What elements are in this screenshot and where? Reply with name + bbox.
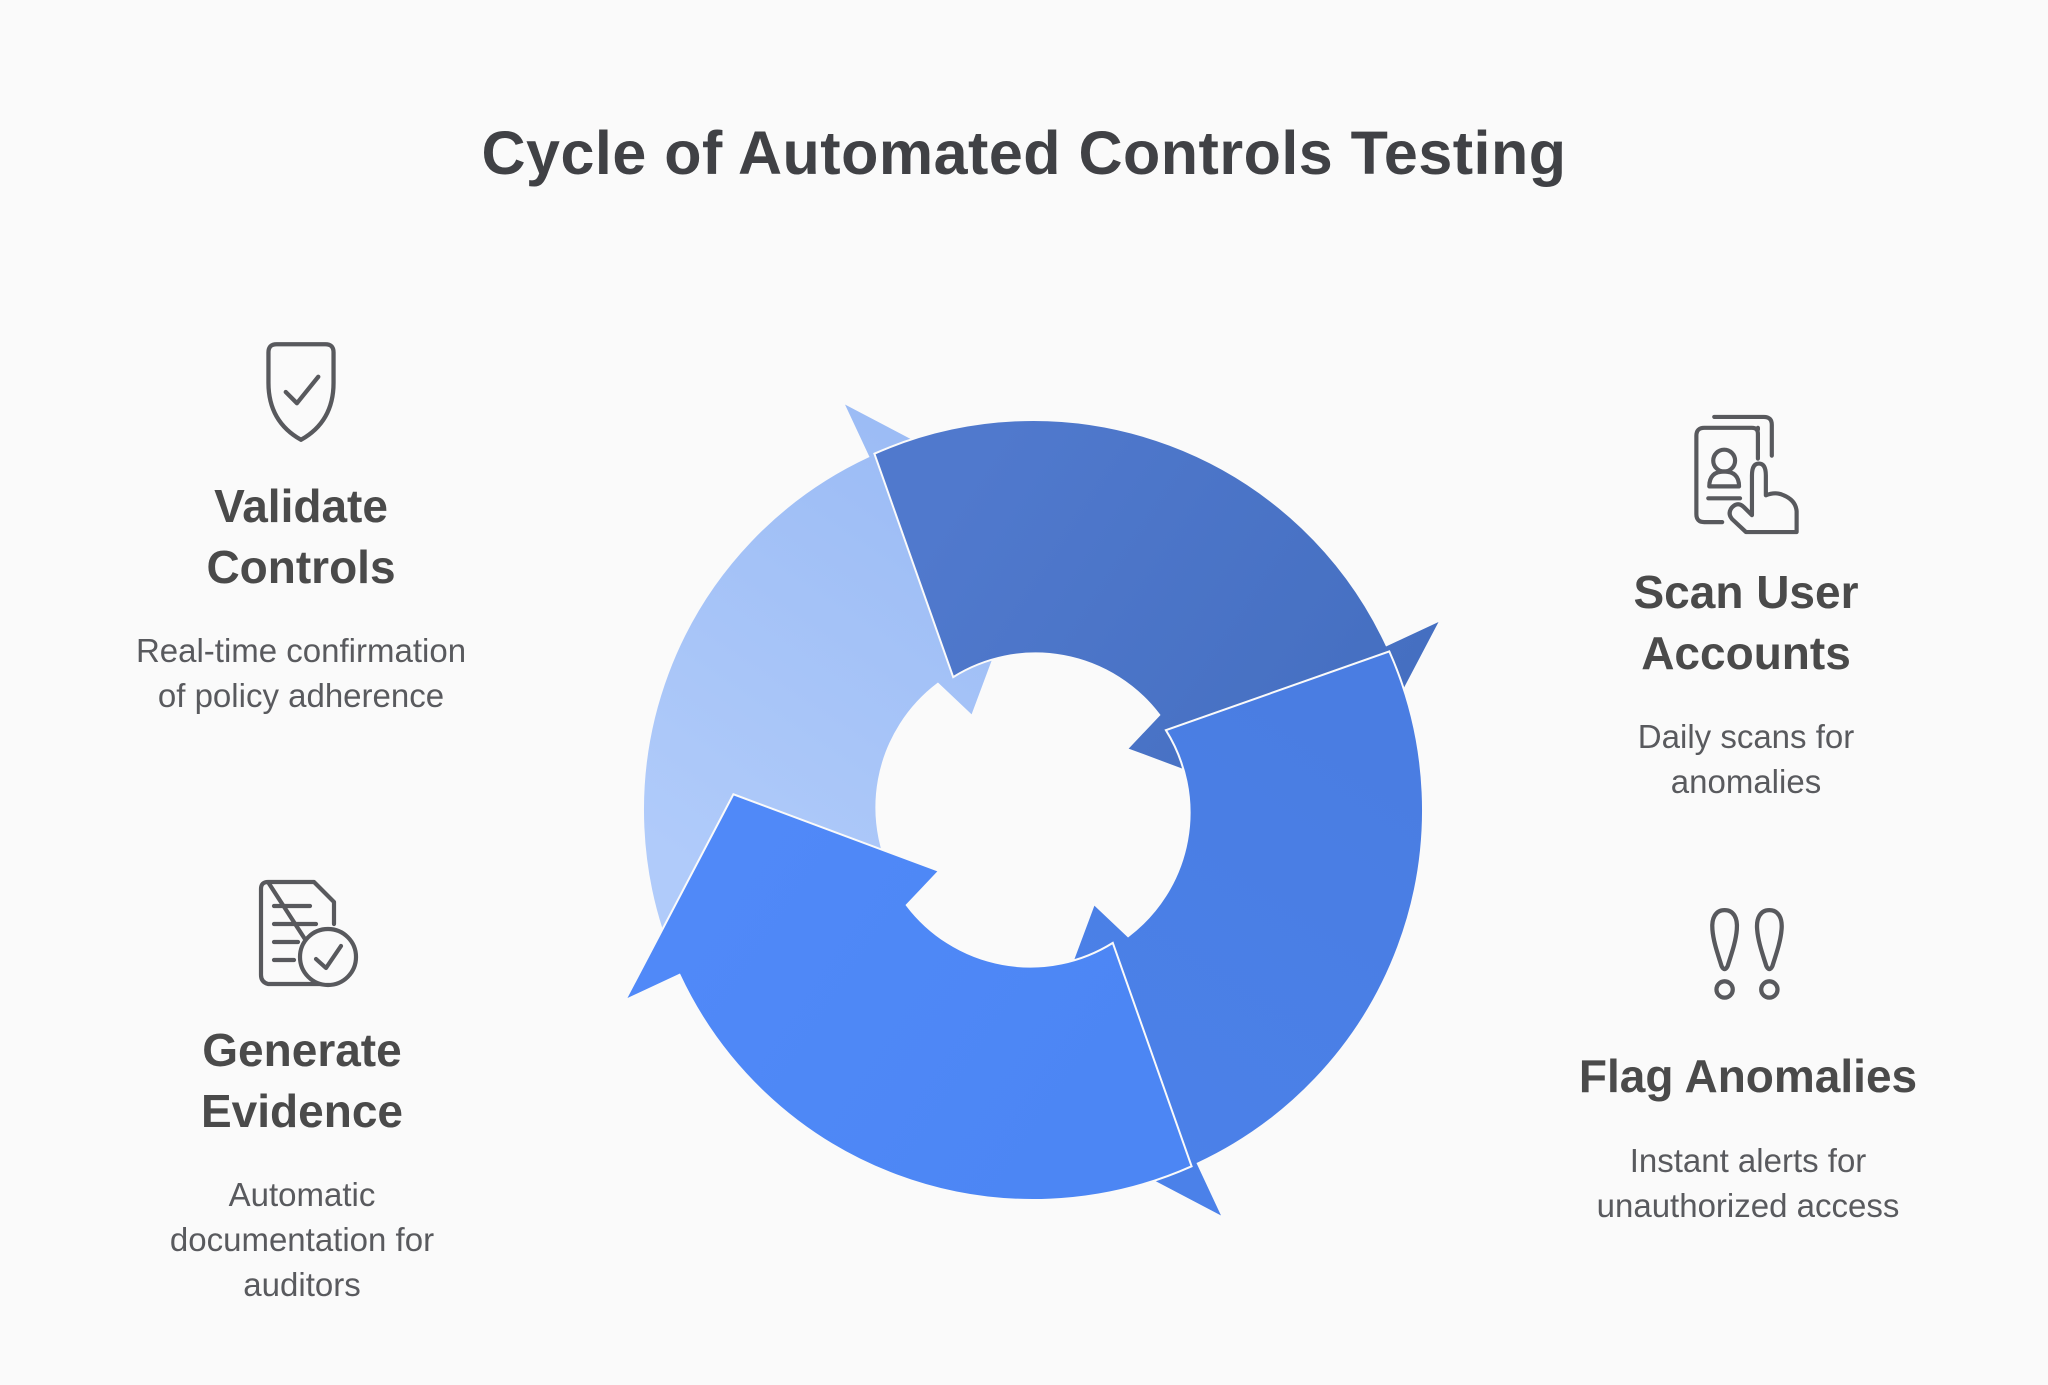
section-heading: Validate Controls (206, 480, 396, 593)
cycle-diagram (622, 399, 1444, 1221)
id-card-scan-icon (1675, 412, 1817, 538)
cycle-arrow-generate-evidence (622, 793, 1193, 1202)
section-description: Automatic documentation for auditors (169, 1176, 435, 1304)
section-description: Instant alerts for unauthorized access (1596, 1141, 1900, 1224)
section-heading: Scan User Accounts (1633, 566, 1859, 679)
section-generate-evidence: Generate Evidence Automatic documentatio… (102, 870, 502, 1308)
section-flag-anomalies: Flag Anomalies Instant alerts for unauth… (1548, 896, 1948, 1228)
section-description: Daily scans for anomalies (1637, 718, 1855, 801)
document-check-icon (240, 870, 364, 996)
section-heading: Generate Evidence (201, 1024, 403, 1137)
section-description: Real-time confirmation of policy adheren… (135, 632, 467, 715)
section-scan-user-accounts: Scan User Accounts Daily scans for anoma… (1546, 412, 1946, 805)
double-exclamation-icon (1697, 896, 1799, 1022)
section-heading: Flag Anomalies (1578, 1050, 1918, 1102)
shield-check-icon (250, 326, 352, 452)
section-validate-controls: Validate Controls Real-time confirmation… (101, 326, 501, 719)
page-title: Cycle of Automated Controls Testing (481, 119, 1567, 187)
